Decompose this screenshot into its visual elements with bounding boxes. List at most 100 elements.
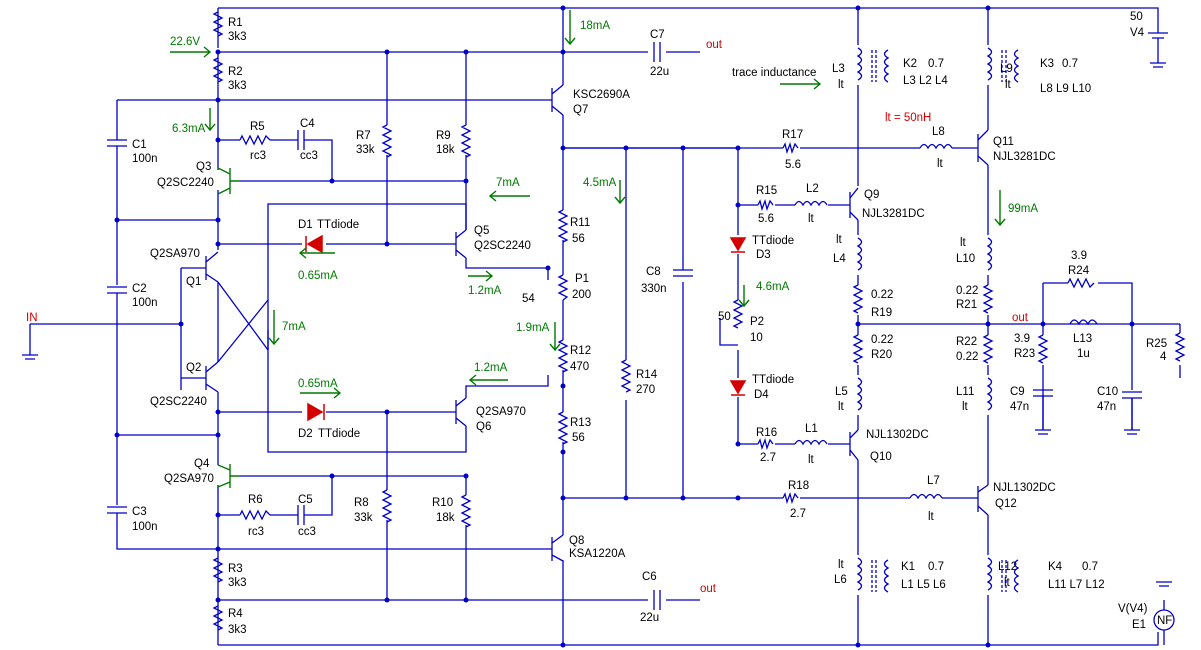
- label: L2: [806, 183, 819, 195]
- label: R4: [228, 608, 243, 620]
- label: C8: [646, 266, 661, 278]
- capacitors: [107, 42, 1142, 610]
- l8-symbol: [919, 143, 955, 150]
- label: R21: [956, 299, 977, 311]
- r18-symbol: [782, 491, 799, 505]
- label: 99mA: [1008, 203, 1038, 215]
- label: cc3: [300, 150, 318, 162]
- r7-symbol: [381, 124, 393, 158]
- label: R6: [248, 494, 263, 506]
- q8-symbol: [545, 534, 564, 562]
- label: 10: [750, 332, 763, 344]
- l2-symbol: [794, 200, 828, 207]
- r8-symbol: [381, 489, 393, 523]
- label: 4.5mA: [583, 177, 617, 189]
- l13-symbol: [1069, 319, 1098, 326]
- r21-symbol: [982, 284, 994, 314]
- l7-symbol: [909, 493, 945, 500]
- r4-symbol: [212, 605, 224, 631]
- label: 100n: [132, 297, 158, 309]
- c10-symbol: [1122, 391, 1142, 435]
- label: 0.22: [956, 285, 978, 297]
- transistors: [198, 84, 989, 562]
- label: 3k3: [228, 80, 247, 92]
- label: Q3: [196, 161, 211, 173]
- label: 200: [572, 289, 591, 301]
- label: C10: [1097, 386, 1118, 398]
- l9-symbol: [986, 47, 993, 81]
- k1-coil: [883, 559, 890, 593]
- e1-ground: [1156, 581, 1172, 645]
- label: 470: [570, 361, 589, 373]
- label: 6.3mA: [172, 123, 206, 135]
- label: L8: [932, 126, 945, 138]
- label: C4: [300, 118, 315, 130]
- label: 3k3: [228, 624, 247, 636]
- arrow-99mA: [994, 190, 1006, 227]
- label: 4: [1160, 351, 1167, 363]
- label: R23: [1014, 348, 1035, 360]
- label: 0.65mA: [298, 378, 338, 390]
- label: Q2SA970: [164, 473, 214, 485]
- r22-symbol: [982, 334, 994, 364]
- c7-symbol: [653, 42, 661, 62]
- label: lt: [937, 158, 944, 170]
- label: 18mA: [580, 20, 610, 32]
- label: 18k: [436, 144, 455, 156]
- arrow-4-5mA: [614, 180, 626, 205]
- label: 50: [718, 311, 731, 323]
- label: C5: [298, 494, 313, 506]
- label: L3: [832, 63, 845, 75]
- label: 7mA: [496, 177, 520, 189]
- label: lt: [836, 234, 843, 246]
- label: lt: [838, 559, 845, 571]
- c4-symbol: [297, 130, 314, 150]
- v4-symbol: [1148, 22, 1168, 68]
- label: C1: [132, 139, 147, 151]
- arrow-6mA: [204, 108, 216, 132]
- q2-symbol: [198, 361, 219, 393]
- label: lt: [838, 401, 845, 413]
- label: R16: [756, 427, 777, 439]
- label: P2: [750, 316, 764, 328]
- label: 3.9: [1071, 250, 1087, 262]
- label: TTdiode: [752, 235, 794, 247]
- k2-coil: [883, 49, 890, 83]
- label: 4.6mA: [756, 281, 790, 293]
- label: 330n: [641, 283, 667, 295]
- r5-symbol: [239, 134, 271, 146]
- l5-symbol: [856, 377, 863, 411]
- p1-symbol: [557, 274, 569, 301]
- label: R10: [432, 497, 453, 509]
- diodes: [305, 234, 747, 422]
- label: R15: [756, 185, 777, 197]
- label: IN: [26, 312, 38, 324]
- l6-symbol: [856, 557, 863, 591]
- l12-symbol: [986, 557, 993, 591]
- label: D3: [756, 249, 771, 261]
- label: R20: [871, 349, 892, 361]
- label: L9: [1000, 63, 1013, 75]
- label: 5.6: [758, 213, 774, 225]
- q10-symbol: [844, 429, 859, 461]
- label: Q9: [864, 189, 879, 201]
- label: TTdiode: [318, 428, 360, 440]
- label: 2.7: [760, 452, 776, 464]
- r20-symbol: [852, 334, 864, 364]
- arrow-22v: [170, 46, 212, 58]
- r15-symbol: [757, 198, 774, 212]
- label: L6: [834, 574, 847, 586]
- label: C2: [132, 283, 147, 295]
- label: 0.7: [928, 58, 944, 70]
- label: Q2SA970: [476, 406, 526, 418]
- c2-symbol: [107, 286, 127, 305]
- p2-wiper: [732, 299, 744, 329]
- label: L3 L2 L4: [903, 75, 948, 87]
- r1-symbol: [212, 11, 224, 37]
- label: lt = 50nH: [885, 112, 931, 124]
- label: 3k3: [228, 577, 247, 589]
- label: Q7: [573, 104, 588, 116]
- label: 1.2mA: [474, 362, 508, 374]
- label: R12: [570, 345, 591, 357]
- label: TTdiode: [317, 219, 359, 231]
